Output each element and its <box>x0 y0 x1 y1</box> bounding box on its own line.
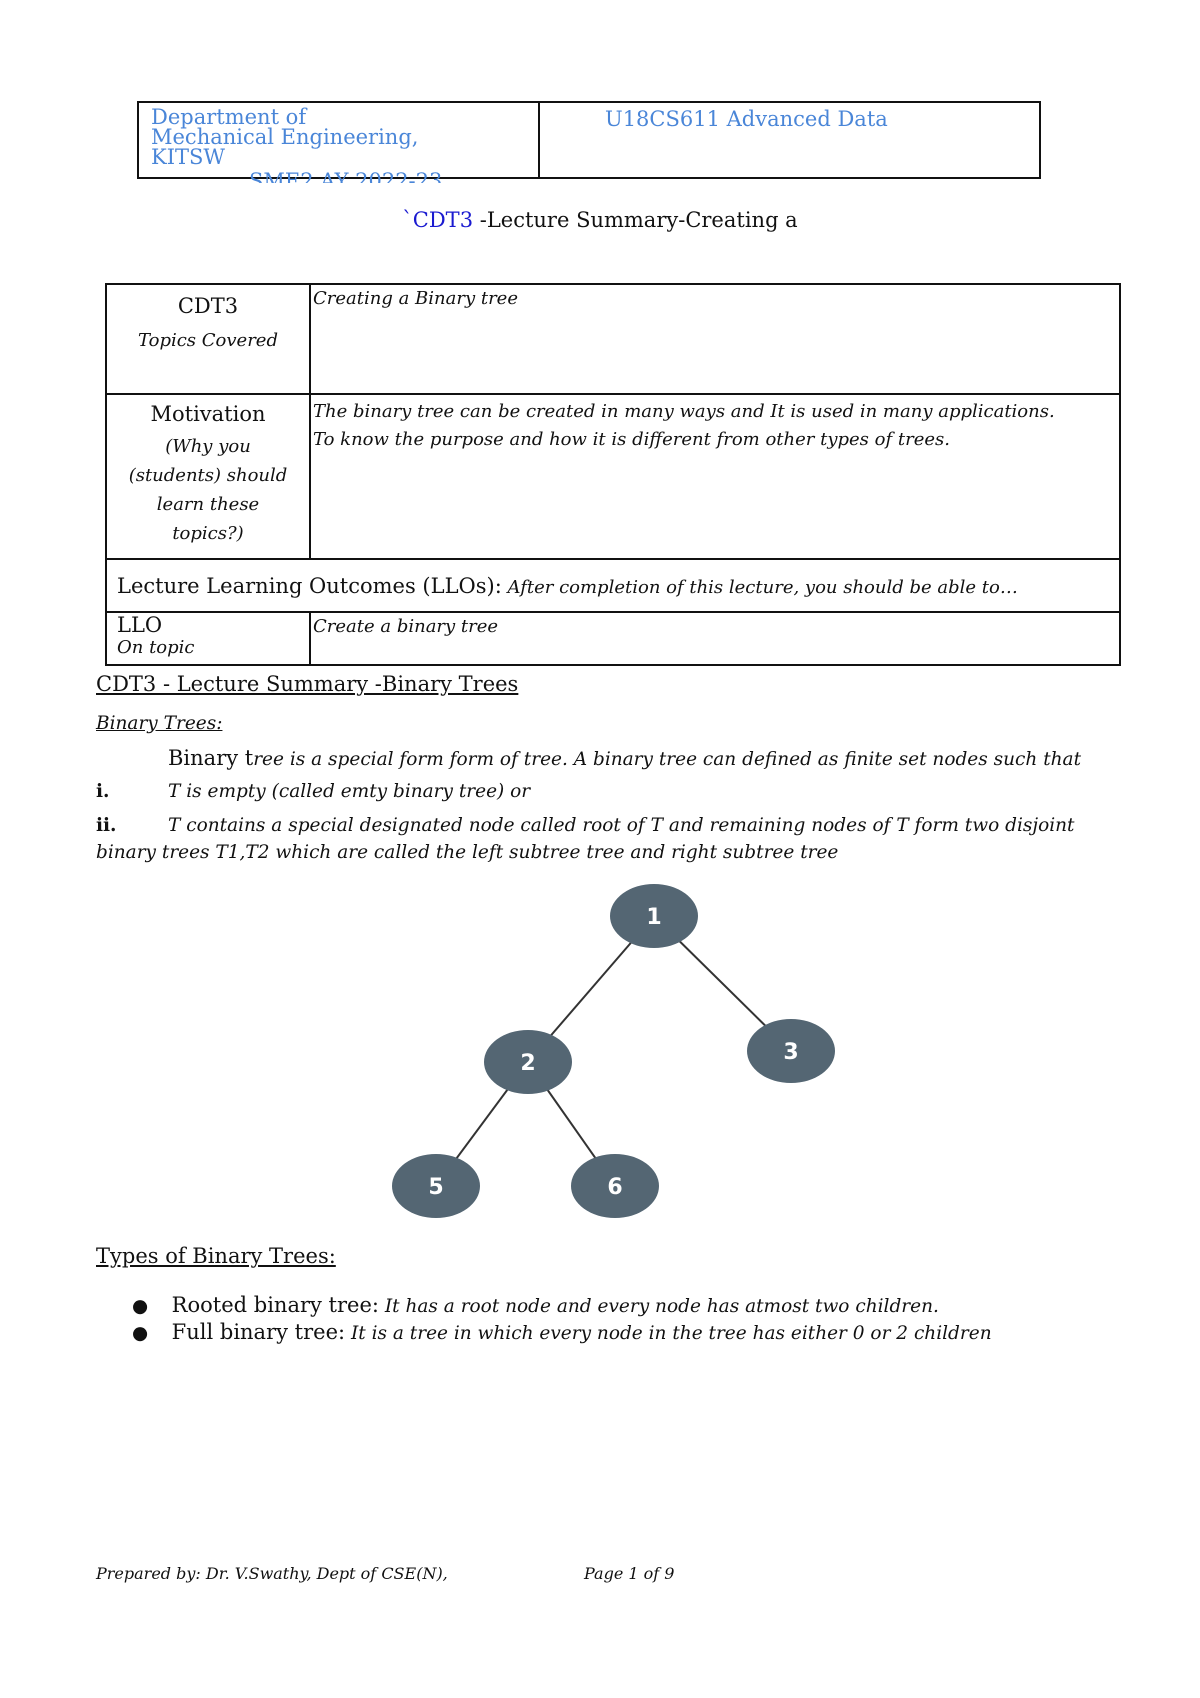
bullet-term: Full binary tree: <box>171 1320 346 1344</box>
list-marker: ii. <box>96 815 117 836</box>
tree-node-label: 2 <box>520 1051 535 1076</box>
department-line: Department of <box>151 105 307 129</box>
bullet-term: Rooted binary tree: <box>171 1293 379 1317</box>
department-cell: Department of Mechanical Engineering, KI… <box>139 103 540 183</box>
topics-label: Topics Covered <box>138 330 278 351</box>
semester-text: SME2 AY 2022-23 <box>249 171 443 183</box>
tree-node-circle <box>484 1030 572 1094</box>
list-marker: i. <box>96 781 110 802</box>
llo-sub: On topic <box>117 637 195 658</box>
tree-node-1: 1 <box>610 884 698 948</box>
motivation-value: The binary tree can be created in many w… <box>309 393 1121 560</box>
title-text: -Lecture Summary-Creating a <box>473 208 798 232</box>
header-box: Department of Mechanical Engineering, KI… <box>137 101 1041 183</box>
bullet-desc: It has a root node and every node has at… <box>384 1296 939 1317</box>
bullet-item: ● Rooted binary tree: It has a root node… <box>132 1293 939 1317</box>
llo-header-text: After completion of this lecture, you sh… <box>507 576 1018 598</box>
tree-node-label: 5 <box>428 1175 443 1200</box>
llo-label: LLO <box>117 613 163 637</box>
page-title: `CDT3 -Lecture Summary-Creating a <box>0 208 1200 232</box>
list-item: T is empty (called emty binary tree) or <box>168 781 531 802</box>
footer-author: Prepared by: Dr. V.Swathy, Dept of CSE(N… <box>96 1564 448 1583</box>
tree-node-circle <box>747 1019 835 1083</box>
para-text: ree is a special form form of tree. A bi… <box>253 749 1082 770</box>
para-bold: Binary t <box>168 746 254 770</box>
llo-value: Create a binary tree <box>309 611 1121 666</box>
types-heading: Types of Binary Trees: <box>96 1244 336 1268</box>
tree-node-3: 3 <box>747 1019 835 1083</box>
llo-header-label: Lecture Learning Outcomes (LLOs): <box>117 573 502 598</box>
bullet-desc: It is a tree in which every node in the … <box>350 1323 992 1344</box>
tree-node-label: 1 <box>646 905 661 930</box>
topics-label-cell: CDT3 Topics Covered <box>105 283 311 395</box>
topics-value: Creating a Binary tree <box>309 283 1121 395</box>
motivation-sub: (students) should <box>128 465 288 486</box>
topics-code: CDT3 <box>177 294 239 318</box>
list-item: T contains a special designated node cal… <box>168 815 1075 836</box>
subheading: Binary Trees: <box>96 713 223 734</box>
list-item-continuation: binary trees T1,T2 which are called the … <box>96 842 839 863</box>
department-line: Mechanical Engineering, <box>151 125 419 149</box>
motivation-sub: topics?) <box>172 523 244 544</box>
tree-node-6: 6 <box>571 1154 659 1218</box>
motivation-line: The binary tree can be created in many w… <box>313 401 1055 422</box>
course-title: U18CS611 Advanced Data <box>605 107 888 131</box>
department-line: KITSW <box>151 145 225 169</box>
tree-node-label: 3 <box>783 1040 798 1065</box>
page-number: Page 1 of 9 <box>584 1564 675 1583</box>
section-heading: CDT3 - Lecture Summary -Binary Trees <box>96 672 519 696</box>
tree-node-label: 6 <box>607 1175 622 1200</box>
llo-header-cell: Lecture Learning Outcomes (LLOs): After … <box>105 558 1121 613</box>
tree-node-circle <box>392 1154 480 1218</box>
motivation-line: To know the purpose and how it is differ… <box>313 429 950 450</box>
tree-node-circle <box>610 884 698 948</box>
title-code: `CDT3 <box>402 208 474 232</box>
motivation-sub: learn these <box>156 494 260 515</box>
motivation-sub: (Why you <box>165 436 251 457</box>
llo-label-cell: LLO On topic <box>105 611 311 666</box>
motivation-label-cell: Motivation (Why you (students) should le… <box>105 393 311 560</box>
bullet-item: ● Full binary tree: It is a tree in whic… <box>132 1320 992 1344</box>
tree-node-2: 2 <box>484 1030 572 1094</box>
tree-node-circle <box>571 1154 659 1218</box>
motivation-label: Motivation <box>150 402 266 426</box>
tree-node-5: 5 <box>392 1154 480 1218</box>
summary-table: CDT3 Topics Covered Creating a Binary tr… <box>105 283 1121 666</box>
